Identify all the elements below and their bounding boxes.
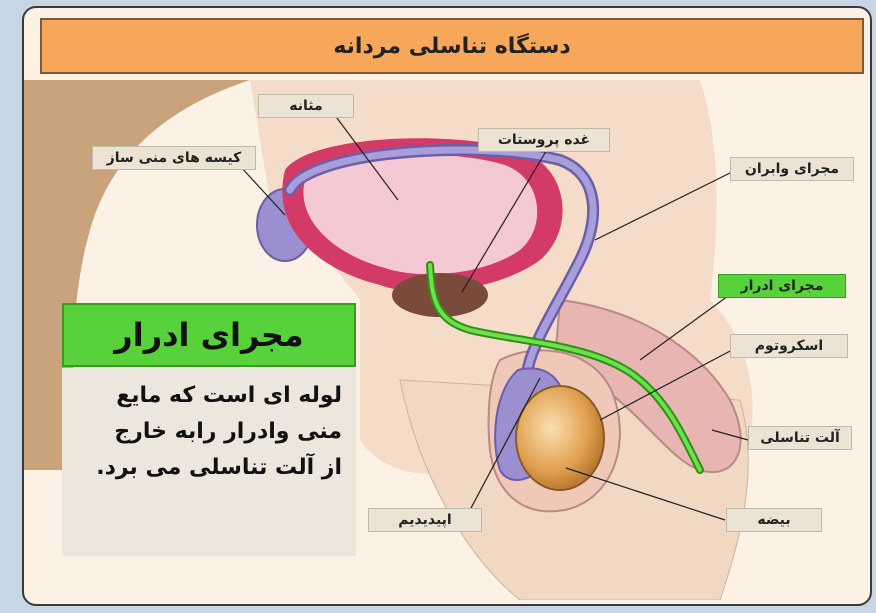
callout-line-3: از آلت تناسلی می برد. xyxy=(76,450,342,486)
label-bladder: مثانه xyxy=(258,94,354,118)
label-prostate: غده پروستات xyxy=(478,128,610,152)
label-testis: بیضه xyxy=(726,508,822,532)
label-epididymis: اپیدیدیم xyxy=(368,508,482,532)
label-vas-deferens: مجرای وابران xyxy=(730,157,854,181)
label-scrotum: اسکروتوم xyxy=(730,334,848,358)
callout-heading: مجرای ادرار xyxy=(62,303,356,367)
label-seminal-vesicles: کیسه های منی ساز xyxy=(92,146,256,170)
label-urethra: مجرای ادرار xyxy=(718,274,846,298)
callout-description: لوله ای است که مایع منی وادرار رابه خارج… xyxy=(62,368,356,556)
callout-line-2: منی وادرار رابه خارج xyxy=(76,414,342,450)
label-penis: آلت تناسلی xyxy=(748,426,852,450)
callout-line-1: لوله ای است که مایع xyxy=(76,378,342,414)
diagram-title: دستگاه تناسلی مردانه xyxy=(40,18,864,74)
testis-shape xyxy=(516,386,604,490)
